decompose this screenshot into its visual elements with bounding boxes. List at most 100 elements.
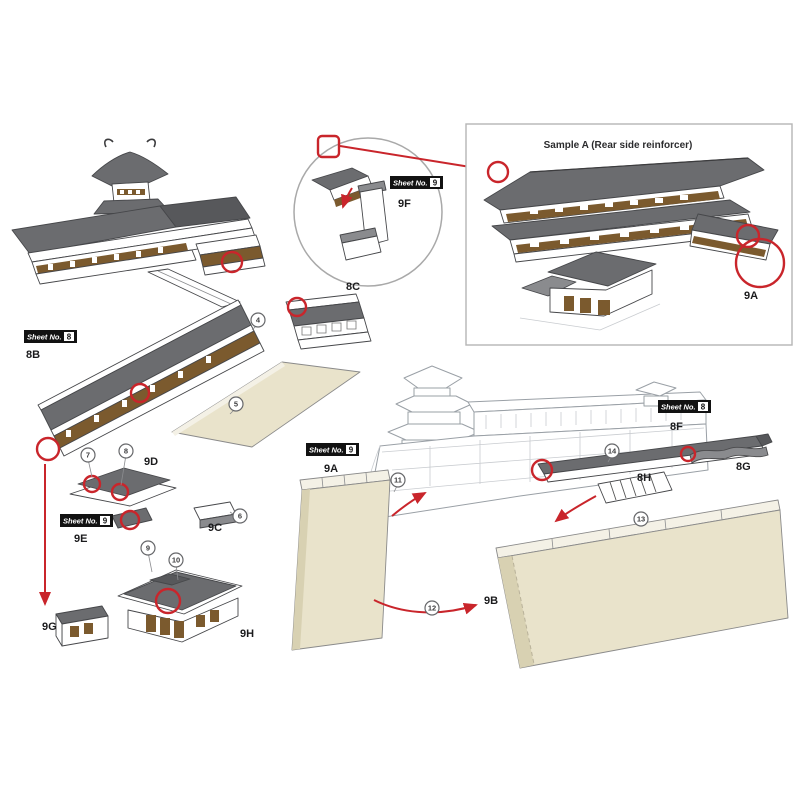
sheet-badge-8b: Sheet No. 8 — [24, 330, 77, 343]
marker-circle — [604, 443, 620, 459]
inset-house-walls — [549, 269, 653, 317]
detail-circle-9f — [293, 137, 443, 287]
trim-piece-8g — [689, 446, 769, 464]
part-label-9e: 9E — [74, 533, 87, 545]
inset-title: Sample A (Rear side reinforcer) — [544, 140, 693, 151]
arrow-9a-to-9b — [373, 599, 478, 615]
badge-chip — [64, 332, 74, 341]
part-label-8g: 8G — [736, 461, 751, 473]
tower-finial-left — [104, 138, 114, 148]
assembly-marker: 8 — [118, 443, 134, 459]
piece8g-ribbon — [689, 446, 769, 464]
stair-piece-8h — [597, 471, 673, 504]
part-label-9a: 9A — [324, 463, 338, 475]
part-label-9h: 9H — [240, 628, 254, 640]
inset-house-doors — [564, 296, 610, 315]
badge-prefix: Sheet No. — [661, 403, 696, 412]
marker-number: 14 — [608, 447, 617, 456]
assembly-marker: 13 — [633, 511, 649, 527]
part-label-8c: 8C — [346, 281, 360, 293]
part-label-8b: 8B — [26, 349, 40, 361]
badge-bg — [60, 514, 113, 527]
roof-piece-8c — [285, 293, 372, 350]
marker-number: 4 — [256, 316, 261, 325]
zoom-source-box — [316, 134, 341, 159]
badge-prefix: Sheet No. — [393, 179, 428, 188]
arrow-9a-to-castle — [391, 492, 427, 517]
marker-circle — [633, 511, 649, 527]
badge-number: 8 — [67, 333, 72, 342]
piece8b-base-band — [59, 342, 265, 457]
marker-number: 12 — [428, 604, 436, 613]
sheet-badge-9a: Sheet No. 9 — [306, 443, 359, 456]
highlight-circle-8f — [530, 458, 554, 482]
part-label-9g: 9G — [42, 621, 57, 633]
part-label-9f: 9F — [398, 198, 411, 210]
tower-window-slits — [120, 190, 140, 194]
badge-prefix: Sheet No. — [63, 517, 98, 526]
badge-number: 9 — [433, 179, 438, 188]
inset-mid-roof — [491, 199, 751, 241]
marker-circle — [228, 396, 244, 412]
highlight-circle-9h — [154, 587, 182, 615]
tan-panel-edge — [172, 362, 285, 436]
house-doors — [146, 615, 184, 638]
badge-bg — [658, 400, 711, 413]
part-label-9d: 9D — [144, 456, 158, 468]
marker-circle — [250, 312, 266, 328]
assembly-marker: 12 — [424, 600, 440, 616]
piece8f-end-fold — [755, 433, 773, 447]
badge-bg — [390, 176, 443, 189]
assembly-marker: 5 — [228, 396, 244, 412]
zoom-connector-line — [339, 145, 490, 171]
castle-window-ticks — [485, 406, 682, 429]
main-roof-right-plane — [159, 196, 251, 228]
marker-circle — [118, 443, 134, 459]
panel9b-face — [497, 509, 789, 669]
marker-number: 9 — [146, 544, 150, 553]
sheet-badge-9e: Sheet No. 9 — [60, 514, 113, 527]
marker-circle — [140, 540, 156, 556]
marker-circle — [168, 552, 184, 568]
assembly-top-left-roof — [11, 138, 266, 308]
highlight-circle-inset-large — [734, 237, 786, 289]
inset-right-wing-band — [692, 236, 766, 257]
marker-circle — [80, 447, 96, 463]
piece9d-roof — [77, 467, 171, 497]
inset-lower-window-band — [516, 219, 748, 253]
marker-circle — [424, 600, 440, 616]
badge-bg — [306, 443, 359, 456]
highlight-circle-9e — [119, 509, 141, 531]
house-side-windows — [196, 610, 219, 627]
panel9b-fold-shade — [498, 556, 534, 668]
castle-top-roof — [403, 365, 463, 389]
piece9g-side — [55, 613, 63, 647]
marker-circle — [232, 508, 248, 524]
sheet-badge-8f: Sheet No. 8 — [658, 400, 711, 413]
marker-number: 8 — [124, 447, 128, 456]
badge-bg — [24, 330, 77, 343]
inset-house-roof — [547, 251, 657, 287]
inset-ridge-line — [529, 157, 749, 173]
part-label-9a-inset: 9A — [744, 290, 758, 302]
tan-panel — [171, 361, 361, 448]
house-piece-9h — [117, 569, 243, 643]
castle-wing-roof — [635, 381, 677, 397]
panel9b-fold-line — [511, 555, 535, 665]
marker-number: 7 — [86, 451, 90, 460]
arrow-8h-to-wall — [554, 495, 597, 523]
part-label-8f: 8F — [670, 421, 683, 433]
roof-piece-8b — [37, 299, 265, 457]
highlight-circle-9d-right — [110, 482, 130, 502]
tower-finial-right — [146, 138, 156, 148]
panel9a-tab-ticks — [321, 472, 368, 489]
highlight-circle-top-roof — [220, 250, 244, 274]
panel9b-tab-ticks — [551, 509, 723, 550]
detail-arrow — [341, 187, 353, 209]
assembly-marker: 10 — [168, 552, 184, 568]
highlight-circle-8b-tip — [35, 436, 61, 462]
assembly-marker: 6 — [232, 508, 248, 524]
highlight-circle-8g — [679, 445, 697, 463]
